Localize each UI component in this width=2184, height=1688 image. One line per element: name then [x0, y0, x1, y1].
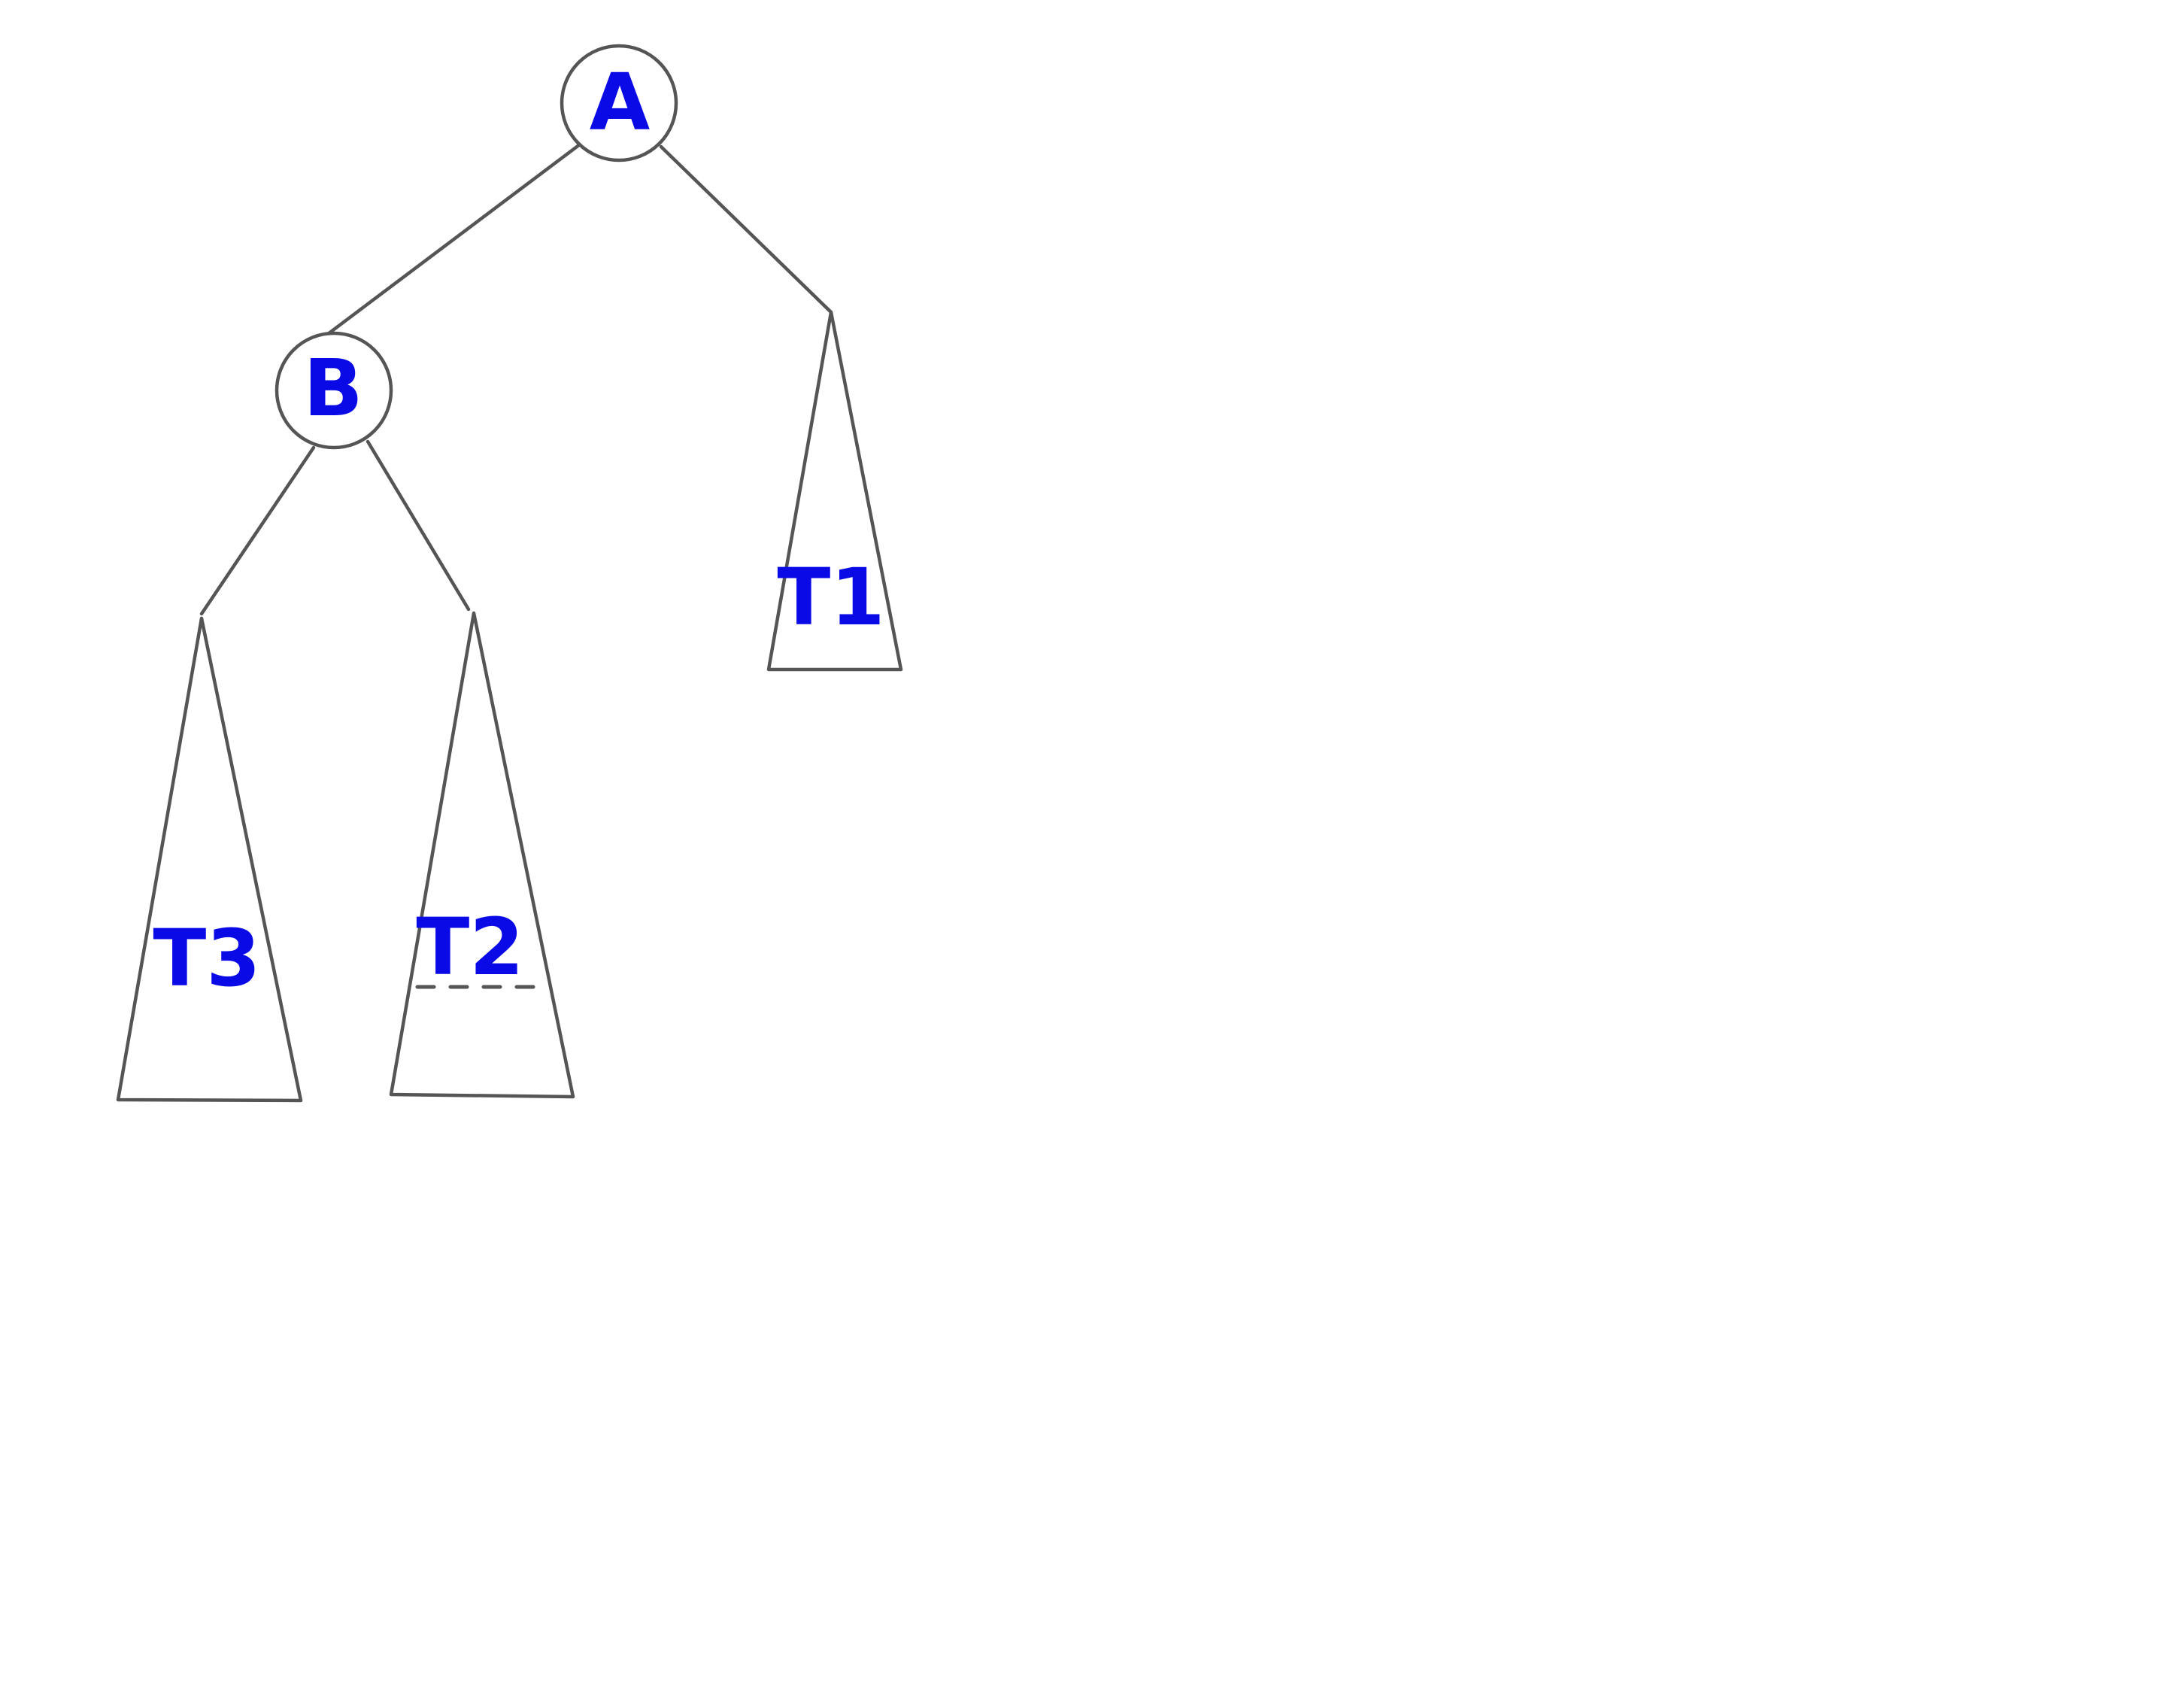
- subtree-t2-triangle: [389, 611, 575, 1099]
- node-a-circle: [560, 44, 678, 162]
- subtree-t3-label: T3: [153, 912, 260, 1004]
- subtree-t2-label: T2: [416, 901, 523, 993]
- edge-b-t2: [366, 439, 471, 612]
- node-b-circle: [275, 331, 393, 450]
- subtree-t3-triangle: [116, 616, 303, 1103]
- subtree-t1-label: T1: [777, 551, 884, 643]
- edge-a-b: [326, 138, 588, 336]
- edge-b-t3: [199, 445, 316, 616]
- node-a-label: A: [590, 56, 651, 148]
- edge-a-t1: [659, 144, 833, 314]
- subtree-t1-triangle: [766, 310, 903, 672]
- node-b-label: B: [303, 342, 362, 434]
